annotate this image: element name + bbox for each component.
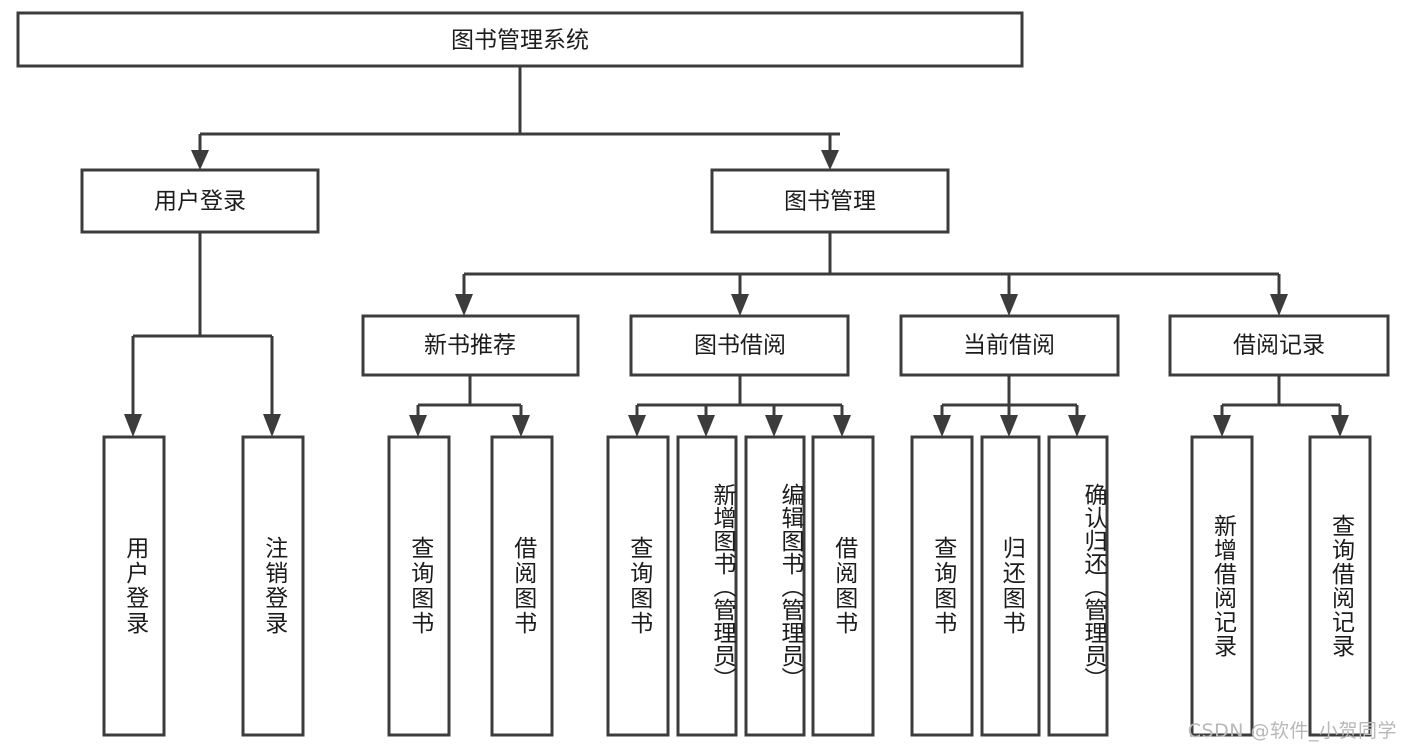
node-current-borrow[interactable]: 当前借阅 — [899, 314, 1120, 377]
node-root-box[interactable] — [16, 11, 1024, 68]
leaf-box-layer — [102, 435, 1372, 737]
leaf-label-borrow-2: 新增图书（管理员） — [709, 482, 735, 690]
node-borrow-record-box[interactable] — [1168, 314, 1390, 377]
leaf-label-newbook-2: 借阅图书 — [509, 536, 536, 636]
node-book-borrow-box[interactable] — [629, 314, 850, 377]
arrow-bm-to-newbook — [455, 294, 473, 316]
leaf-label-user-login-1: 用户登录 — [121, 536, 148, 636]
arrow-borrow-leaf4 — [833, 415, 851, 437]
leaf-label-record-2: 查询借阅记录 — [1327, 514, 1354, 658]
leaf-box-borrow-4[interactable] — [811, 435, 875, 737]
node-current-borrow-box[interactable] — [899, 314, 1120, 377]
arrow-current-leaf3 — [1068, 415, 1086, 437]
leaf-box-newbook-1[interactable] — [387, 435, 451, 737]
leaf-box-current-2[interactable] — [980, 435, 1041, 737]
leaf-box-borrow-2[interactable] — [676, 435, 738, 737]
arrow-record-leaf1 — [1213, 415, 1231, 437]
leaf-box-user-login-2[interactable] — [241, 435, 305, 737]
node-borrow-record-label: 借阅记录 — [1233, 333, 1325, 359]
leaf-box-borrow-1[interactable] — [606, 435, 670, 737]
leaf-box-current-3[interactable] — [1047, 435, 1109, 737]
node-book-manage-box[interactable] — [710, 168, 950, 234]
node-current-borrow-label: 当前借阅 — [963, 333, 1055, 359]
arrow-current-leaf1 — [933, 415, 951, 437]
leaf-box-record-2[interactable] — [1308, 435, 1372, 737]
leaf-box-borrow-3[interactable] — [744, 435, 806, 737]
leaf-box-user-login-1[interactable] — [102, 435, 166, 737]
leaf-label-record-1: 新增借阅记录 — [1209, 514, 1236, 658]
leaf-label-borrow-4: 借阅图书 — [830, 536, 857, 636]
leaf-label-current-3: 确认归还（管理员） — [1080, 482, 1106, 690]
arrow-borrow-leaf3 — [765, 415, 783, 437]
node-new-book-recommend-box[interactable] — [361, 314, 580, 377]
node-book-borrow[interactable]: 图书借阅 — [629, 314, 850, 377]
arrow-bm-to-borrow — [731, 294, 749, 316]
leaf-box-current-1[interactable] — [910, 435, 974, 737]
arrow-bm-to-current — [1000, 294, 1018, 316]
arrow-bm-to-record — [1270, 294, 1288, 316]
leaf-label-user-login-2: 注销登录 — [260, 536, 287, 636]
arrow-root-to-user-login — [191, 150, 209, 170]
arrow-root-to-book-manage — [821, 150, 839, 170]
csdn-watermark: CSDN @软件_小贺同学 — [1187, 720, 1397, 742]
arrow-newbook-leaf1 — [409, 415, 427, 437]
node-book-borrow-label: 图书借阅 — [694, 333, 786, 359]
arrow-userlogin-leaf2 — [263, 414, 281, 437]
node-book-manage[interactable]: 图书管理 — [710, 168, 950, 234]
arrow-borrow-leaf2 — [697, 415, 715, 437]
leaf-label-borrow-3: 编辑图书（管理员） — [777, 482, 803, 690]
node-root[interactable]: 图书管理系统 — [16, 11, 1024, 68]
connector-layer — [124, 66, 1349, 437]
leaf-box-newbook-2[interactable] — [490, 435, 554, 737]
leaf-label-newbook-1: 查询图书 — [406, 536, 433, 636]
arrow-userlogin-leaf1 — [124, 414, 142, 437]
node-user-login-label: 用户登录 — [154, 189, 246, 215]
arrow-borrow-leaf1 — [628, 415, 646, 437]
node-new-book-recommend-label: 新书推荐 — [424, 333, 516, 359]
node-book-manage-label: 图书管理 — [784, 189, 876, 215]
node-user-login[interactable]: 用户登录 — [80, 168, 320, 234]
node-borrow-record[interactable]: 借阅记录 — [1168, 314, 1390, 377]
arrow-record-leaf2 — [1331, 415, 1349, 437]
leaf-box-record-1[interactable] — [1190, 435, 1254, 737]
node-root-label: 图书管理系统 — [451, 28, 589, 54]
leaf-label-current-2: 归还图书 — [998, 536, 1025, 636]
leaf-label-current-1: 查询图书 — [929, 536, 956, 636]
node-user-login-box[interactable] — [80, 168, 320, 234]
node-new-book-recommend[interactable]: 新书推荐 — [361, 314, 580, 377]
arrow-newbook-leaf2 — [512, 415, 530, 437]
arrow-current-leaf2 — [1000, 415, 1018, 437]
leaf-label-borrow-1: 查询图书 — [625, 536, 652, 636]
